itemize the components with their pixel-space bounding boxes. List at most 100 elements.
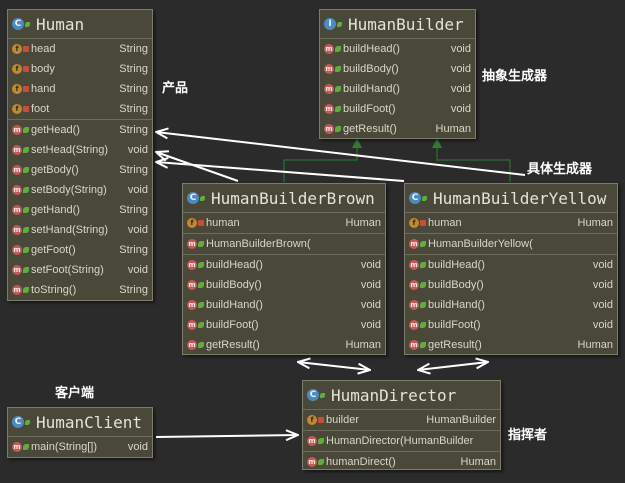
class-name: HumanDirector [331,385,457,405]
interface-icon: I [324,18,336,30]
method-type: void [127,224,148,236]
public-icon [320,392,325,398]
class-header[interactable]: C HumanBuilderYellow [405,184,617,213]
class-header[interactable]: C Human [8,10,152,39]
method-icon: m [324,64,334,74]
method-icon: m [324,104,334,114]
label-product: 产品 [162,81,189,96]
public-icon [420,302,426,308]
field-name: builder [326,414,360,426]
field-icon: f [187,218,197,228]
constructor-name: HumanBuilderBrown( [206,238,311,250]
method-name: setHead(String) [31,144,109,156]
public-icon [420,342,426,348]
private-icon [23,106,29,112]
public-icon [23,287,29,293]
dependency-client-to-director [155,435,298,437]
class-icon: C [187,192,199,204]
public-icon [335,86,341,92]
public-icon [23,227,29,233]
private-icon [23,86,29,92]
method-type: void [450,43,471,55]
private-icon [420,220,426,226]
method-icon: m [409,300,419,310]
method-name: getResult() [343,123,397,135]
method-type: String [119,164,148,176]
dependency-yellow-to-human [156,162,405,182]
class-header[interactable]: C HumanClient [8,408,152,437]
method-name: buildHand() [428,299,485,311]
public-icon [420,241,426,247]
public-icon [23,247,29,253]
method-type: void [450,103,471,115]
field-icon: f [307,415,317,425]
method-name: buildBody() [428,279,484,291]
public-icon [23,267,29,273]
field-type: String [119,43,148,55]
class-header[interactable]: C HumanDirector [303,381,500,410]
method-name: buildFoot() [206,319,259,331]
method-row[interactable]: m buildFoot() void [320,99,475,119]
dependency-brown-to-human [156,152,239,182]
private-icon [23,46,29,52]
method-name: setFoot(String) [31,264,104,276]
field-name: head [31,43,56,55]
field-name: human [206,217,240,229]
public-icon [23,127,29,133]
public-icon [200,195,205,201]
method-name: buildHand() [206,299,263,311]
class-header[interactable]: I HumanBuilder [320,10,475,39]
method-name: setBody(String) [31,184,107,196]
method-name: buildFoot() [343,103,396,115]
class-header[interactable]: C HumanBuilderBrown [183,184,385,213]
method-type: Human [577,339,613,351]
dependency-director-to-brown [298,362,370,370]
field-name: human [428,217,462,229]
method-icon: m [324,124,334,134]
field-icon: f [12,104,22,114]
method-type: void [360,319,381,331]
method-icon: m [409,239,419,249]
